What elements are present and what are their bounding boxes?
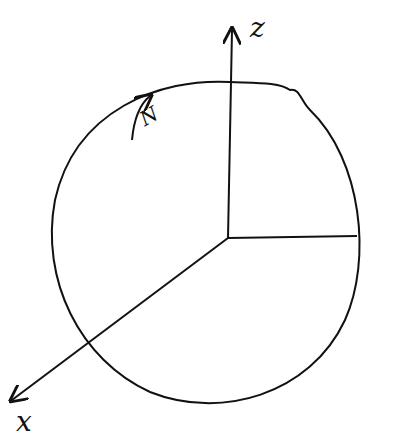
z-axis [228, 30, 232, 238]
rotation-label: N [136, 103, 161, 129]
sphere-outline [52, 82, 360, 403]
y-axis [228, 236, 357, 238]
x-axis [12, 238, 228, 400]
axis-label: x [16, 408, 32, 436]
axis-label: z [250, 14, 265, 42]
